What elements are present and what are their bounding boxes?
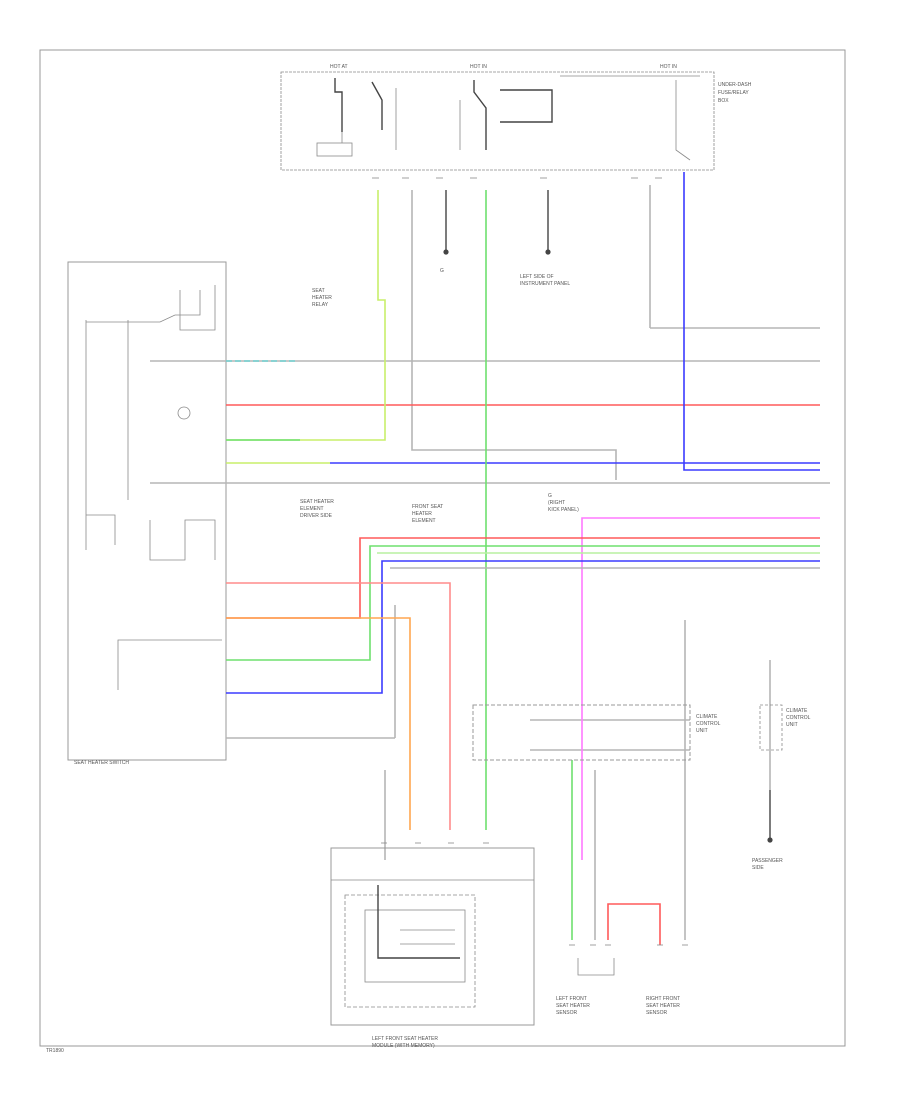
ground-label-2: LEFT SIDE OF xyxy=(520,274,554,280)
ground-label-3: G xyxy=(548,493,552,499)
gray-wire-5 xyxy=(411,190,617,480)
seat-module-label: LEFT FRONT SEAT HEATER xyxy=(372,1036,438,1042)
orange-wire xyxy=(226,617,411,830)
relay-label-3: RELAY xyxy=(312,302,329,308)
sensor-left-label-2: SEAT HEATER xyxy=(556,1003,590,1009)
fuse-block-label-2: FUSE/RELAY xyxy=(718,90,749,96)
element-label-right: FRONT SEAT xyxy=(412,504,443,510)
relay-1-contact xyxy=(371,81,383,130)
switch-top-contact xyxy=(86,290,201,323)
fuse-block-label: UNDER-DASH xyxy=(718,82,752,88)
ground-point-3 xyxy=(767,837,773,843)
hot-box-1-label: HOT AT xyxy=(330,64,348,70)
climate-control-label: CLIMATE xyxy=(696,714,718,720)
seat-module-outline xyxy=(330,847,535,1026)
element-label-left: SEAT HEATER xyxy=(300,499,334,505)
seat-module-core xyxy=(364,909,466,983)
seat-module-inner xyxy=(344,894,476,1008)
relay-1-switch xyxy=(334,78,343,132)
relay-2-switch xyxy=(473,80,487,150)
hot-box-2-label: HOT IN xyxy=(470,64,487,70)
red-loop-wire xyxy=(607,903,661,945)
ground-label-1: G xyxy=(440,268,444,274)
left-front-seat-heater-module: LEFT FRONT SEAT HEATER MODULE (WITH MEMO… xyxy=(330,847,535,1049)
switch-top-contact-2 xyxy=(179,285,216,331)
climate-control-outline xyxy=(472,704,691,761)
right-sensor-label-3: UNIT xyxy=(786,722,798,728)
sensor-right-label: RIGHT FRONT xyxy=(646,996,680,1002)
diagram-labels: SEAT HEATER SWITCH SEAT HEATER RELAY G L… xyxy=(74,268,783,1016)
switch-indicator-icon xyxy=(177,406,191,420)
fuse-lead-right xyxy=(675,80,691,161)
seat-module-label-2: MODULE (WITH MEMORY) xyxy=(372,1043,435,1049)
switch-lower-contact xyxy=(149,519,216,561)
relay-label-2: HEATER xyxy=(312,295,332,301)
climate-control-label-2: CONTROL xyxy=(696,721,721,727)
sensor-right-label-3: SENSOR xyxy=(646,1010,668,1016)
green-bus-wire xyxy=(226,545,820,661)
switch-bottom-lead xyxy=(117,639,222,690)
climate-control-label-3: UNIT xyxy=(696,728,708,734)
passenger-ground-label-2: SIDE xyxy=(752,865,764,871)
right-sensor-label-2: CONTROL xyxy=(786,715,811,721)
element-label-left-3: DRIVER SIDE xyxy=(300,513,333,519)
right-sensor-label: CLIMATE xyxy=(786,708,808,714)
relay-label: SEAT xyxy=(312,288,325,294)
red-bus-wire xyxy=(226,537,820,619)
colored-wires xyxy=(226,172,820,945)
sensor-left-label-3: SENSOR xyxy=(556,1010,578,1016)
ground-label-3c: KICK PANEL) xyxy=(548,507,579,513)
ground-symbols xyxy=(443,190,773,843)
pink-wire xyxy=(581,517,820,860)
blue-wire-main xyxy=(683,172,820,471)
yellow-green-wire xyxy=(226,190,386,441)
sensor-left-label: LEFT FRONT xyxy=(556,996,587,1002)
ground-label-2b: INSTRUMENT PANEL xyxy=(520,281,570,287)
passenger-ground-label: PASSENGER xyxy=(752,858,783,864)
page-border xyxy=(39,49,846,1047)
page-id: TR1890 xyxy=(46,1048,64,1054)
ground-point-1 xyxy=(443,249,449,255)
relay-2-contact xyxy=(500,89,553,123)
seat-module-element xyxy=(377,885,460,959)
element-label-right-2: HEATER xyxy=(412,511,432,517)
seat-heater-switch-block xyxy=(67,261,227,761)
sensor-right-label-2: SEAT HEATER xyxy=(646,1003,680,1009)
hot-box-3-label: HOT IN xyxy=(660,64,677,70)
ground-point-2 xyxy=(545,249,551,255)
right-sensor-outline xyxy=(759,704,783,751)
bottom-connectors xyxy=(381,842,688,976)
seat-heater-switch-label: SEAT HEATER SWITCH xyxy=(74,760,129,766)
fuse-relay-box-outline xyxy=(280,71,715,171)
seat-heater-switch-outline xyxy=(67,261,227,761)
salmon-wire xyxy=(226,582,451,830)
element-label-right-3: ELEMENT xyxy=(412,518,436,524)
climate-control-module: CLIMATE CONTROL UNIT xyxy=(472,704,721,761)
gray-wires xyxy=(150,185,830,940)
relay-1-coil xyxy=(316,142,353,157)
right-sensor-module: CLIMATE CONTROL UNIT xyxy=(759,704,811,751)
ground-label-3b: (RIGHT xyxy=(548,500,565,506)
element-label-left-2: ELEMENT xyxy=(300,506,324,512)
blue-bus-wire xyxy=(226,560,820,694)
fuse-block-label-3: BOX xyxy=(718,98,729,104)
top-fuse-relay-box: HOT AT HOT IN HOT IN UNDER-DASH FUSE/REL… xyxy=(280,64,752,171)
switch-lower-left xyxy=(86,514,116,545)
seat-element-bracket xyxy=(577,958,615,976)
